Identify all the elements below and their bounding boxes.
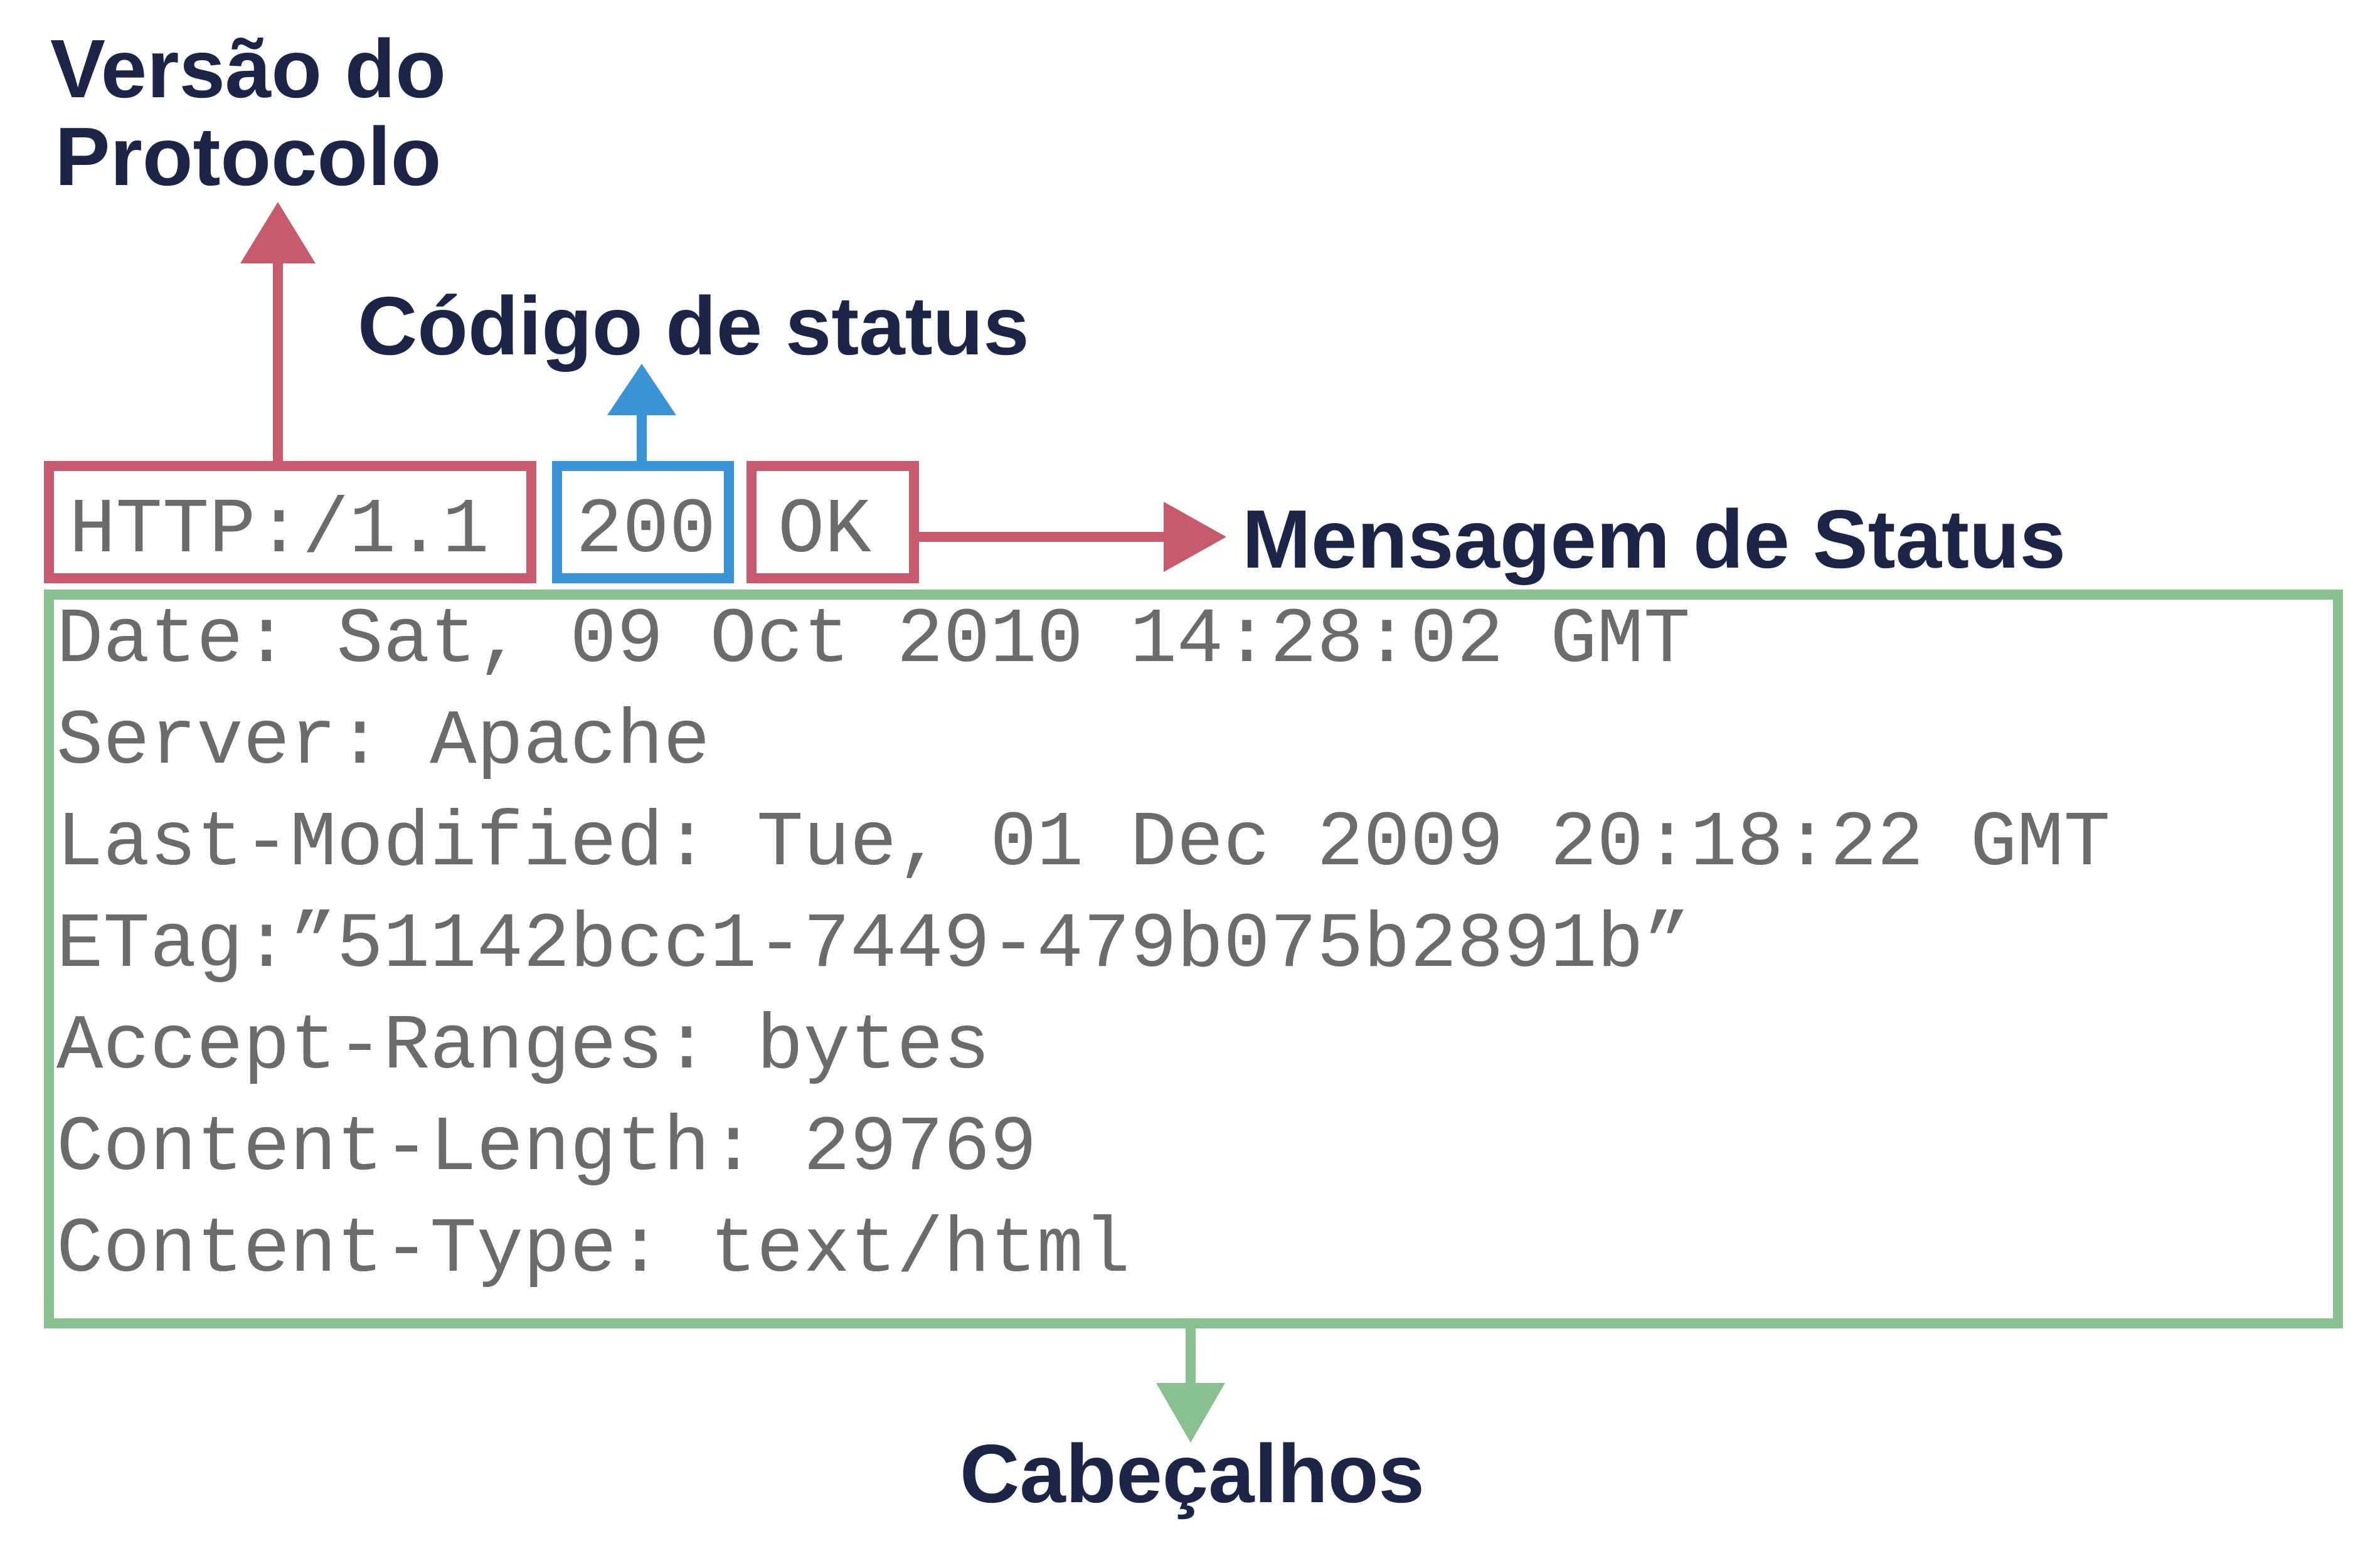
header-line-content-length: Content-Length: 29769 bbox=[56, 1105, 1037, 1193]
status-code-label: Código de status bbox=[358, 280, 1029, 372]
header-line-accept-ranges: Accept-Ranges: bytes bbox=[56, 1004, 991, 1091]
header-line-date: Date: Sat, 09 Oct 2010 14:28:02 GMT bbox=[56, 597, 1691, 685]
status-code-text: 200 bbox=[576, 487, 716, 575]
protocol-box: HTTP:/1.1 bbox=[44, 461, 536, 583]
status-message-box: OK bbox=[746, 461, 919, 583]
headers-label: Cabeçalhos bbox=[960, 1428, 1425, 1520]
status-code-arrow bbox=[607, 364, 676, 461]
protocol-version-label: Versão do Protocolo bbox=[50, 23, 446, 203]
protocol-text: HTTP:/1.1 bbox=[69, 487, 489, 575]
status-message-text: OK bbox=[778, 487, 871, 575]
header-line-etag: ETag:”51142bcc1-7449-479b075b2891b” bbox=[56, 902, 1691, 990]
header-line-last-modified: Last-Modified: Tue, 01 Dec 2009 20:18:22… bbox=[56, 800, 2111, 888]
header-line-server: Server: Apache bbox=[56, 699, 710, 787]
status-message-label: Mensagem de Status bbox=[1242, 493, 2066, 585]
protocol-arrow bbox=[240, 202, 316, 461]
header-line-content-type: Content-Type: text/html bbox=[56, 1207, 1130, 1295]
headers-box bbox=[44, 590, 2343, 1328]
status-message-arrow bbox=[916, 502, 1226, 572]
status-code-box: 200 bbox=[552, 461, 734, 583]
headers-arrow bbox=[1156, 1323, 1225, 1443]
